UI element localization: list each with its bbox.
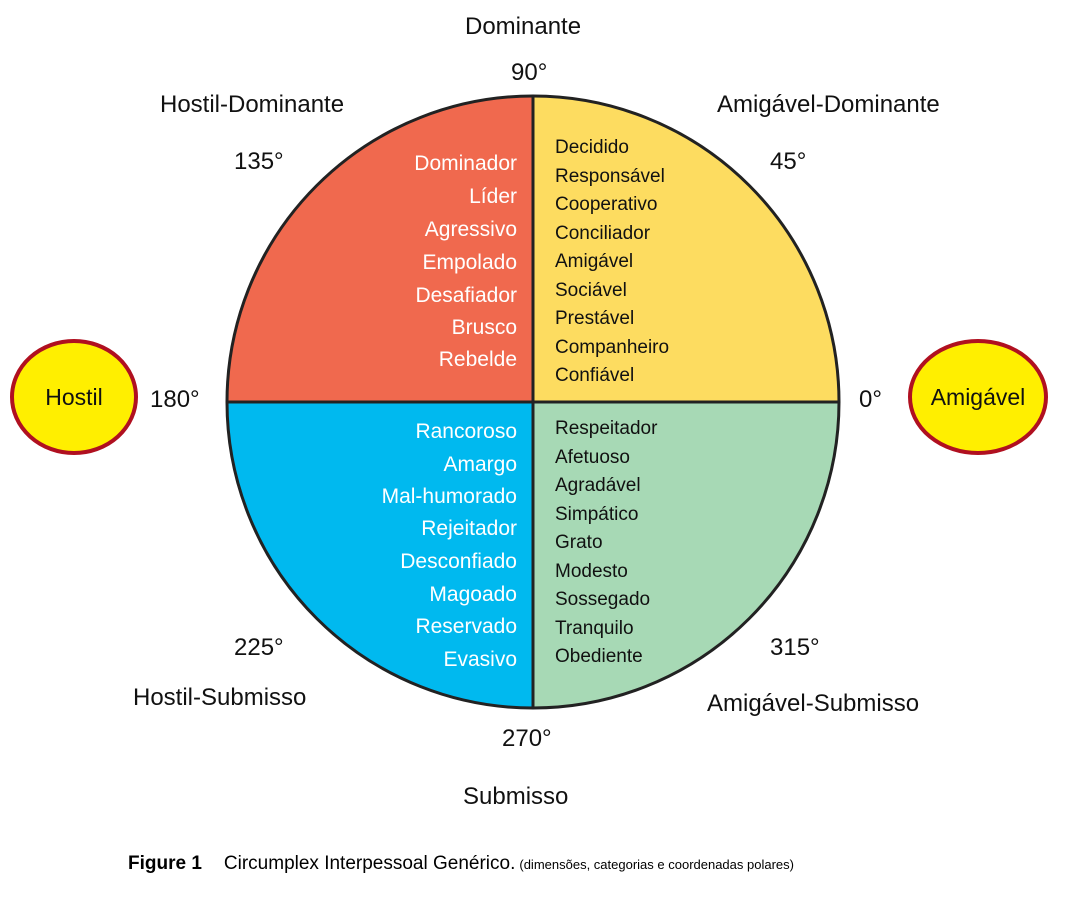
word-item: Cooperativo (555, 194, 657, 215)
angle-90: 90° (511, 59, 548, 86)
angle-135: 135° (234, 148, 284, 175)
word-item: Grato (555, 532, 603, 553)
word-item: Responsável (555, 166, 665, 187)
circumplex-outline (225, 94, 841, 710)
figure-caption: Figure 1 Circumplex Interpessoal Genérico… (128, 853, 794, 875)
octant-hostil-submisso: Hostil-Submisso (133, 684, 307, 711)
quadrant-hostil-submisso (227, 402, 533, 708)
word-item: Afetuoso (555, 447, 630, 468)
figure-number: Figure 1 (128, 853, 202, 874)
word-item: Reservado (415, 615, 517, 638)
word-item: Líder (469, 185, 517, 208)
word-item: Prestável (555, 308, 634, 329)
word-item: Dominador (414, 152, 517, 175)
word-item: Sossegado (555, 589, 650, 610)
figure-note: (dimensões, categorias e coordenadas pol… (519, 857, 794, 872)
angle-225: 225° (234, 634, 284, 661)
word-item: Desafiador (415, 284, 517, 307)
angle-270: 270° (502, 725, 552, 752)
pole-amigavel (908, 339, 1048, 455)
octant-hostil-dominante: Hostil-Dominante (160, 91, 345, 118)
word-item: Magoado (429, 583, 517, 606)
word-item: Obediente (555, 646, 643, 667)
pole-amigavel-label: Amigável (931, 384, 1026, 410)
word-item: Respeitador (555, 418, 658, 439)
word-item: Conciliador (555, 223, 651, 244)
word-item: Companheiro (555, 337, 669, 358)
word-item: Decidido (555, 137, 629, 158)
word-item: Confiável (555, 365, 634, 386)
words-amigavel-dominante: Decidido Responsável Cooperativo Concili… (555, 137, 669, 386)
word-item: Agradável (555, 475, 641, 496)
octant-amigavel-dominante: Amigável-Dominante (717, 91, 940, 118)
words-hostil-submisso: Rancoroso Amargo Mal-humorado Rejeitador… (382, 420, 517, 671)
word-item: Mal-humorado (382, 485, 517, 508)
word-item: Brusco (452, 316, 517, 339)
angle-0: 0° (859, 386, 882, 413)
quadrant-hostil-dominante (227, 96, 533, 402)
word-item: Simpático (555, 504, 638, 525)
word-item: Desconfiado (400, 550, 517, 573)
word-item: Rebelde (439, 348, 517, 371)
word-item: Amigável (555, 251, 633, 272)
quadrant-amigavel-dominante (533, 96, 839, 402)
word-item: Empolado (422, 251, 517, 274)
word-item: Agressivo (425, 218, 517, 241)
word-item: Rancoroso (415, 420, 517, 443)
word-item: Rejeitador (421, 517, 517, 540)
pole-hostil-label: Hostil (45, 384, 103, 410)
word-item: Sociável (555, 280, 627, 301)
words-amigavel-submisso: Respeitador Afetuoso Agradável Simpático… (555, 418, 658, 667)
angle-315: 315° (770, 634, 820, 661)
word-item: Amargo (443, 453, 517, 476)
axis-label-submisso: Submisso (463, 783, 569, 810)
angle-45: 45° (770, 148, 807, 175)
quadrant-amigavel-submisso (533, 402, 839, 708)
word-item: Evasivo (443, 648, 517, 671)
words-hostil-dominante: Dominador Líder Agressivo Empolado Desaf… (414, 152, 517, 371)
axis-label-dominante: Dominante (465, 13, 582, 40)
figure-title: Circumplex Interpessoal Genérico. (223, 853, 516, 874)
octant-amigavel-submisso: Amigável-Submisso (707, 690, 920, 717)
word-item: Tranquilo (555, 618, 634, 639)
pole-hostil (10, 339, 138, 455)
word-item: Modesto (555, 561, 628, 582)
angle-180: 180° (150, 386, 200, 413)
